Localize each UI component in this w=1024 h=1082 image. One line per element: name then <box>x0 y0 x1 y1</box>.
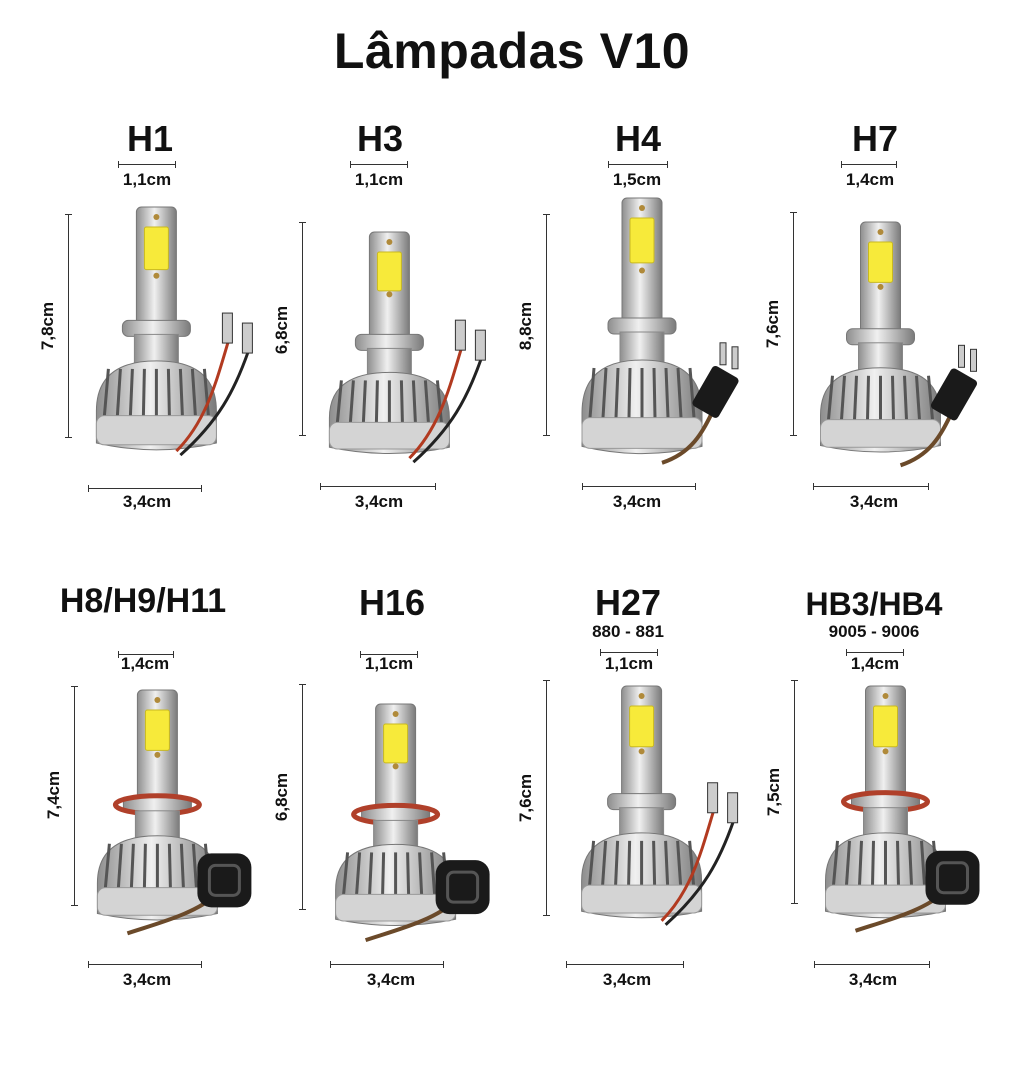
height-dimension-line <box>543 680 550 916</box>
base-dimension-line <box>330 961 444 968</box>
height-dimension-line <box>299 222 306 436</box>
bulb-name: H16 <box>358 582 426 623</box>
bulb-card-hb3-hb4: HB3/HB4 9005 - 9006 1,4cm 7,5cm 3,4cm <box>754 582 994 1082</box>
bulb-illustration <box>328 231 486 464</box>
bulb-card-h7: H7 1,4cm 7,6cm 3,4cm <box>755 118 995 618</box>
bulb-card-h3: H3 1,1cm 6,8cm 3,4cm <box>260 118 500 618</box>
base-label: 3,4cm <box>602 970 652 989</box>
page-title: Lâmpadas V10 <box>333 23 691 79</box>
bulb-name: H8/H9/H11 <box>59 582 227 620</box>
base-dimension-line <box>813 483 929 490</box>
bulb-name: H3 <box>356 118 404 159</box>
bulb-subtitle: 9005 - 9006 <box>828 622 920 641</box>
height-dimension-line <box>299 684 306 910</box>
width-dimension-line <box>841 161 897 168</box>
height-label: 7,5cm <box>764 767 783 817</box>
width-label: 1,1cm <box>122 170 172 189</box>
base-label: 3,4cm <box>122 970 172 989</box>
base-dimension-line <box>88 485 202 492</box>
height-label: 6,8cm <box>272 305 291 355</box>
bulb-illustration <box>820 221 978 468</box>
width-label: 1,4cm <box>845 170 895 189</box>
base-label: 3,4cm <box>366 970 416 989</box>
bulb-illustration <box>335 703 490 943</box>
height-label: 7,8cm <box>38 301 57 351</box>
bulb-illustration <box>581 197 739 465</box>
height-dimension-line <box>65 214 72 438</box>
bulb-name: H4 <box>614 118 662 159</box>
bulb-card-h16: H16 1,1cm 6,8cm 3,4cm <box>272 582 512 1082</box>
height-dimension-line <box>790 212 797 436</box>
height-dimension-line <box>543 214 550 436</box>
bulb-card-h1: H1 1,1cm 7,8cm 3,4cm <box>30 118 270 618</box>
width-label: 1,4cm <box>850 654 900 673</box>
height-dimension-line <box>71 686 78 906</box>
bulb-name: H1 <box>126 118 174 159</box>
base-label: 3,4cm <box>848 970 898 989</box>
base-dimension-line <box>582 483 696 490</box>
width-dimension-line <box>118 651 174 658</box>
bulb-name: H27 <box>594 582 662 623</box>
height-label: 7,4cm <box>44 770 63 820</box>
bulb-illustration <box>825 685 980 933</box>
base-label: 3,4cm <box>612 492 662 511</box>
width-dimension-line <box>350 161 408 168</box>
bulb-card-h27: H27 880 - 881 1,1cm 7,6cm 3,4cm <box>508 582 748 1082</box>
bulb-card-h8-h9-h11: H8/H9/H11 1,4cm 7,4cm 3,4cm <box>28 582 268 1082</box>
bulb-illustration <box>96 689 252 936</box>
width-dimension-line <box>608 161 668 168</box>
height-label: 7,6cm <box>516 773 535 823</box>
bulb-card-h4: H4 1,5cm 8,8cm 3,4cm <box>516 118 758 618</box>
height-label: 8,8cm <box>516 301 535 351</box>
width-label: 1,4cm <box>120 654 170 673</box>
base-dimension-line <box>320 483 436 490</box>
width-label: 1,1cm <box>354 170 404 189</box>
width-dimension-line <box>600 649 658 656</box>
width-label: 1,5cm <box>612 170 662 189</box>
width-dimension-line <box>118 161 176 168</box>
base-dimension-line <box>566 961 684 968</box>
base-label: 3,4cm <box>849 492 899 511</box>
height-label: 6,8cm <box>272 772 291 822</box>
width-label: 1,1cm <box>364 654 414 673</box>
bulb-name: HB3/HB4 <box>805 586 943 622</box>
base-dimension-line <box>814 961 930 968</box>
bulb-illustration <box>581 685 739 926</box>
height-label: 7,6cm <box>763 299 782 349</box>
base-label: 3,4cm <box>354 492 404 511</box>
base-dimension-line <box>88 961 202 968</box>
bulb-subtitle: 880 - 881 <box>592 622 664 641</box>
bulb-illustration <box>95 206 253 457</box>
width-label: 1,1cm <box>604 654 654 673</box>
base-label: 3,4cm <box>122 492 172 511</box>
bulb-name: H7 <box>851 118 899 159</box>
height-dimension-line <box>791 680 798 904</box>
width-dimension-line <box>846 649 904 656</box>
width-dimension-line <box>360 651 418 658</box>
